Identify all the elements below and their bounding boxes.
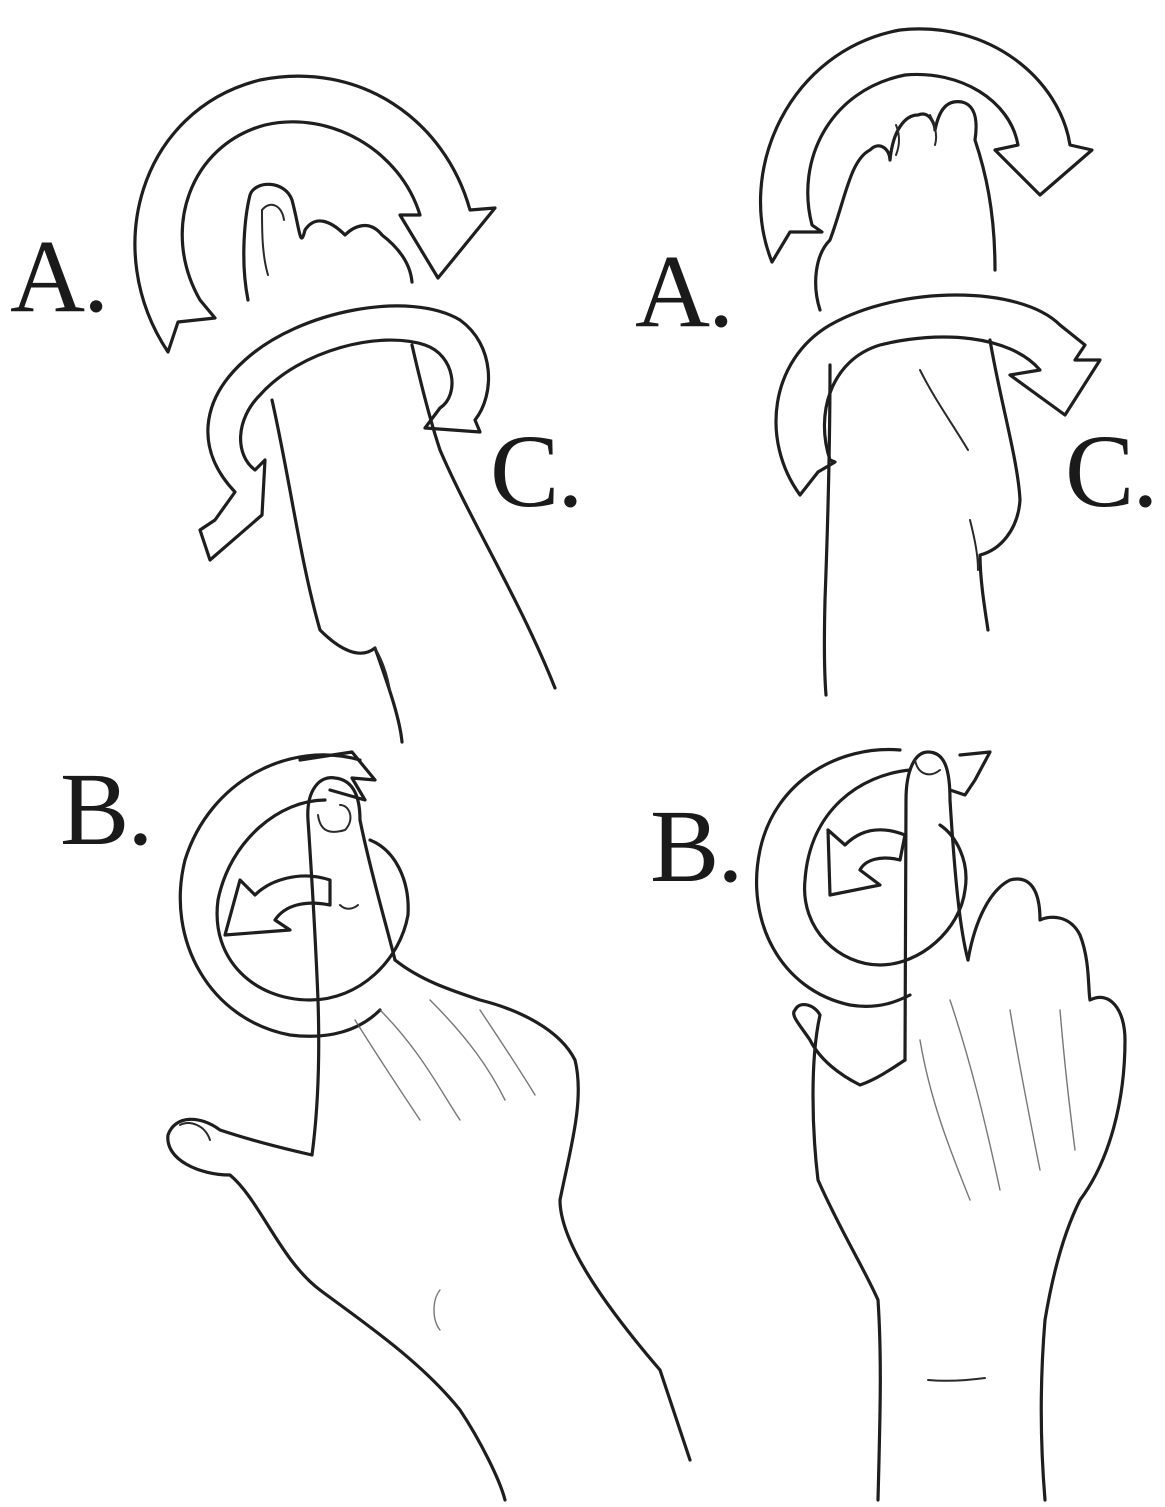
left-label-a: A. (10, 225, 107, 329)
right-label-b: B. (650, 795, 741, 899)
left-arrow-c (200, 306, 489, 560)
right-forearm-figure (761, 29, 1100, 695)
left-arrow-b (180, 752, 380, 1036)
right-label-a: A. (635, 240, 732, 344)
right-arrow-a (761, 29, 1092, 262)
right-arrow-c (776, 295, 1100, 495)
right-hand (816, 102, 995, 310)
left-fingers (244, 184, 412, 300)
right-index-finger (905, 752, 968, 1060)
right-label-c: C. (1065, 420, 1156, 524)
right-hand (968, 879, 1125, 1500)
left-forearm-figure (135, 76, 555, 742)
left-forearm (272, 400, 402, 742)
left-label-b: B. (60, 758, 151, 862)
right-finger-figure (757, 750, 1125, 1500)
left-label-c: C. (490, 420, 581, 524)
left-finger-figure (168, 752, 690, 1500)
